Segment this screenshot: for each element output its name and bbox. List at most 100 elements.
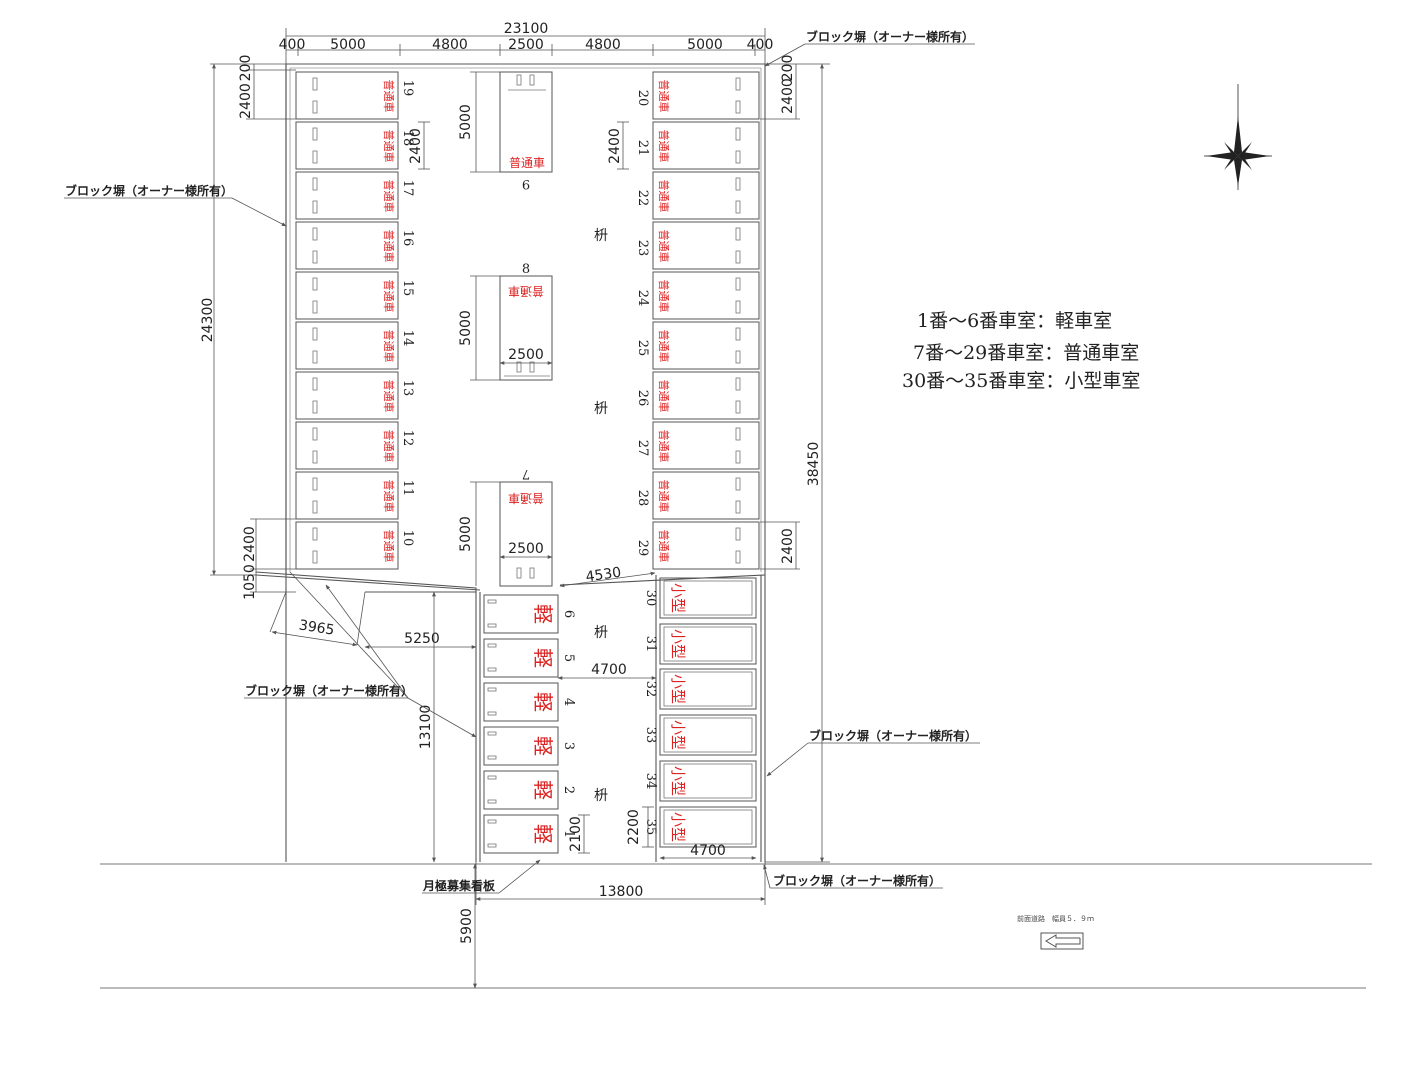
stall-type-27: 普通車 xyxy=(657,430,671,463)
stall-number: 26 xyxy=(635,390,650,407)
sign-board-label: 月極募集看板 xyxy=(422,878,496,893)
dim-center-length: 5000 xyxy=(458,104,474,140)
dim-top-segment: 4800 xyxy=(585,37,621,53)
dim-center-width: 2500 xyxy=(508,541,544,557)
stall-type-24: 普通車 xyxy=(657,280,671,313)
stall-number: 5 xyxy=(561,654,576,662)
stall-number: 4 xyxy=(561,698,576,706)
stall-type-19: 普通車 xyxy=(382,80,396,113)
stall-type-29: 普通車 xyxy=(657,530,671,563)
stall-number: 35 xyxy=(643,819,658,836)
block-wall-label: ブロック塀（オーナー様所有） xyxy=(809,728,977,743)
dim-kei-height: 2100 xyxy=(568,816,584,852)
stall-number: 21 xyxy=(635,140,650,157)
stall-type-2: 軽 xyxy=(531,780,555,800)
stall-type-14: 普通車 xyxy=(382,330,396,363)
dim-top-segment: 5000 xyxy=(687,37,723,53)
legend-line-1: 1番〜6番車室：軽車室 xyxy=(917,310,1113,332)
stall-number: 28 xyxy=(635,490,650,507)
legend-line-3: 30番〜35番車室：小型車室 xyxy=(902,370,1141,392)
stall-number: 15 xyxy=(400,280,415,297)
kogata-stall-type-labels: 小型 小型 小型 小型 小型 小型 xyxy=(669,583,687,842)
north-compass-icon xyxy=(1204,84,1272,190)
dim-right-bottom: 2400 xyxy=(780,528,796,564)
stall-type-1: 軽 xyxy=(531,824,555,844)
kei-stall-numbers: 6 5 4 3 2 1 xyxy=(561,610,576,838)
stall-number: 17 xyxy=(400,180,415,197)
road xyxy=(100,863,1372,989)
stall-type-20: 普通車 xyxy=(657,80,671,113)
drain-label: 枡 xyxy=(594,401,608,417)
dim-width: 4700 xyxy=(591,662,627,678)
kei-stall-column xyxy=(483,594,559,854)
site-boundary xyxy=(255,63,766,862)
stall-number: 8 xyxy=(522,262,530,277)
block-wall-label: ブロック塀（オーナー様所有） xyxy=(773,873,941,888)
stall-number: 19 xyxy=(400,80,415,97)
stall-number: 3 xyxy=(561,742,576,750)
dim-stall-height: 2400 xyxy=(408,128,424,164)
stall-type-34: 小型 xyxy=(669,766,687,796)
right-stall-column xyxy=(652,71,760,570)
drain-labels: 枡 枡 枡 枡 xyxy=(594,228,608,804)
stall-type-3: 軽 xyxy=(531,736,555,756)
dim-lower-height: 13100 xyxy=(418,705,434,750)
center-stall-type-labels: 普通車 普通車 普通車 xyxy=(508,156,545,505)
dim-top-segment: 400 xyxy=(279,37,306,53)
kei-stall-type-labels: 軽 軽 軽 軽 軽 軽 xyxy=(531,604,555,844)
dimension-labels: 23100 400 5000 4800 2500 4800 5000 400 2… xyxy=(200,21,822,944)
stall-type-35: 小型 xyxy=(669,812,687,842)
stall-number: 27 xyxy=(635,440,650,457)
leader-lines xyxy=(64,43,980,894)
road-direction-arrow-icon xyxy=(1040,932,1084,950)
dim-bottom-width: 13800 xyxy=(599,884,644,900)
drain-label: 枡 xyxy=(594,228,608,244)
dimension-lines xyxy=(210,28,830,989)
legend-line-2: 7番〜29番車室：普通車室 xyxy=(913,342,1140,364)
dim-road-width: 5900 xyxy=(459,908,475,944)
stall-type-8: 普通車 xyxy=(508,284,544,298)
dim-stall-height: 2400 xyxy=(607,128,623,164)
stall-number: 25 xyxy=(635,340,650,357)
dim-left-top-height: 2400 xyxy=(238,83,254,119)
dim-total-height: 38450 xyxy=(806,442,822,487)
kogata-stall-column xyxy=(659,577,757,848)
left-stall-type-labels: 普通車 普通車 普通車 普通車 普通車 普通車 普通車 普通車 普通車 普通車 xyxy=(382,80,396,563)
block-wall-label: ブロック塀（オーナー様所有） xyxy=(65,183,233,198)
stall-type-31: 小型 xyxy=(669,629,687,659)
callout-labels: ブロック塀（オーナー様所有） ブロック塀（オーナー様所有） ブロック塀（オーナー… xyxy=(65,29,977,893)
stall-number: 11 xyxy=(400,480,415,497)
stall-type-11: 普通車 xyxy=(382,480,396,513)
stall-type-23: 普通車 xyxy=(657,230,671,263)
stall-number: 23 xyxy=(635,240,650,257)
stall-number: 1 xyxy=(561,830,576,838)
dim-upper-height: 24300 xyxy=(200,298,216,343)
stall-type-6: 軽 xyxy=(531,604,555,624)
dim-small: 200 xyxy=(238,55,254,82)
kogata-stall-numbers: 30 31 32 33 34 35 xyxy=(643,590,658,836)
dim-center-length: 5000 xyxy=(458,516,474,552)
stall-number: 33 xyxy=(643,727,658,744)
center-stall-numbers: 9 8 7 xyxy=(522,176,530,481)
stall-type-16: 普通車 xyxy=(382,230,396,263)
stall-number: 2 xyxy=(561,786,576,794)
stall-type-5: 軽 xyxy=(531,648,555,668)
stall-type-9: 普通車 xyxy=(509,156,545,170)
stall-type-28: 普通車 xyxy=(657,480,671,513)
kei-stall-stops xyxy=(487,599,497,848)
stall-number: 10 xyxy=(400,530,415,547)
dim-top-segment: 400 xyxy=(747,37,774,53)
stall-number: 29 xyxy=(635,540,650,557)
dim-diagonal: 3965 xyxy=(298,617,336,638)
stall-number: 12 xyxy=(400,430,415,447)
kogata-stall-inner xyxy=(663,580,753,845)
stall-type-30: 小型 xyxy=(669,583,687,613)
stall-type-12: 普通車 xyxy=(382,430,396,463)
dim-left-bottom: 1050 xyxy=(242,564,258,600)
stall-number: 13 xyxy=(400,380,415,397)
left-stall-stops xyxy=(312,77,318,564)
stall-type-32: 小型 xyxy=(669,674,687,704)
stall-number: 31 xyxy=(643,636,658,653)
dim-total-width: 23100 xyxy=(504,21,549,37)
